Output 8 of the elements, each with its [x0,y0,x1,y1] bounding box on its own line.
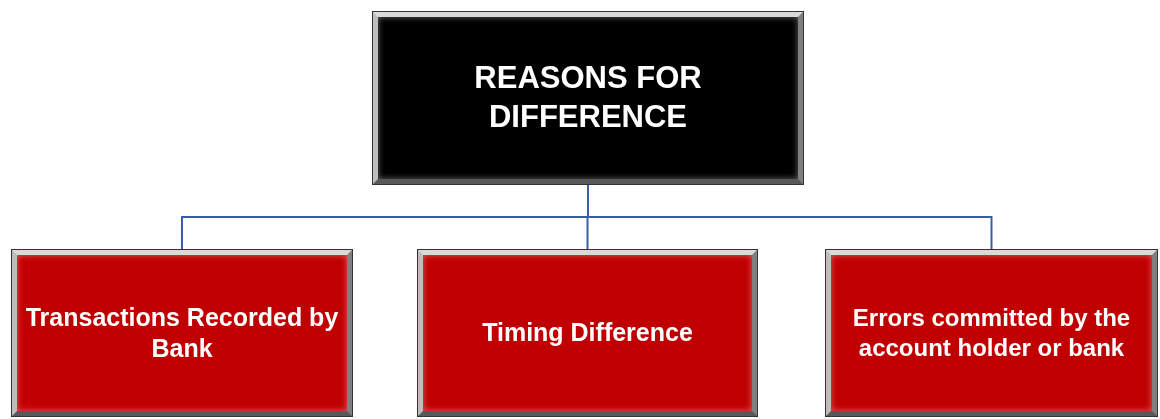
title-text: REASONS FOR DIFFERENCE [473,59,703,136]
reason-box [418,250,757,416]
reason-text: Errors committed by the account holder or bank [851,303,1132,363]
title-box [373,12,803,184]
reason-box [12,250,352,416]
reason-box [826,250,1157,416]
reason-text: Timing Difference [482,317,693,349]
reason-text: Transactions Recorded by Bank [25,301,339,364]
